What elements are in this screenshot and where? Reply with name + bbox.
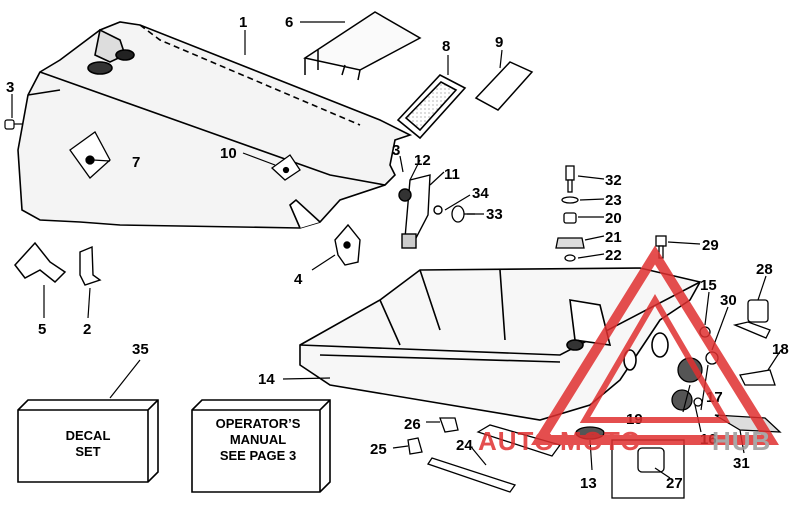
callout-7: 7 xyxy=(132,154,140,171)
watermark-text-hub: HUB xyxy=(712,426,771,456)
watermark-text-moto: MOTO xyxy=(560,426,642,456)
callout-9: 9 xyxy=(495,34,503,51)
decal-box-line2: SET xyxy=(75,444,100,459)
callout-5: 5 xyxy=(38,321,46,338)
callout-3-right: 3 xyxy=(392,142,400,159)
callout-6: 6 xyxy=(285,14,293,31)
callout-1: 1 xyxy=(239,14,247,31)
manual-box-line1: OPERATOR’S xyxy=(216,416,301,431)
callout-29: 29 xyxy=(702,237,719,254)
callout-20: 20 xyxy=(605,210,622,227)
callout-27: 27 xyxy=(666,475,683,492)
callout-32: 32 xyxy=(605,172,622,189)
callout-33: 33 xyxy=(486,206,503,223)
callout-3-left: 3 xyxy=(6,79,14,96)
lever-part xyxy=(270,154,301,181)
callout-13: 13 xyxy=(580,475,597,492)
handle-part xyxy=(14,241,67,284)
callout-14: 14 xyxy=(258,371,275,388)
callout-31: 31 xyxy=(733,455,750,472)
callout-23: 23 xyxy=(605,192,622,209)
linkage-part xyxy=(398,174,443,249)
manual-box-line2: MANUAL xyxy=(230,432,286,447)
callout-2: 2 xyxy=(83,321,91,338)
decal-set-box xyxy=(17,399,159,483)
watermark-logo: AUTO MOTO HUB xyxy=(478,245,779,456)
callout-21: 21 xyxy=(605,229,622,246)
callout-28: 28 xyxy=(756,261,773,278)
hardware-stack xyxy=(555,165,667,262)
callout-25: 25 xyxy=(370,441,387,458)
bracket-part xyxy=(79,245,102,286)
callout-12: 12 xyxy=(414,152,431,169)
screw-part-33 xyxy=(451,205,475,223)
callout-15: 15 xyxy=(700,277,717,294)
watermark-text-auto: AUTO xyxy=(478,426,555,456)
motor-cover xyxy=(17,21,413,229)
callout-35: 35 xyxy=(132,341,149,358)
callout-11: 11 xyxy=(444,166,460,183)
callout-18: 18 xyxy=(772,341,789,358)
screw-part-left xyxy=(4,119,22,130)
cover-plate-part xyxy=(303,11,422,81)
seal-frame-part xyxy=(396,74,467,140)
lower-pan xyxy=(299,267,702,421)
pad-part xyxy=(474,61,534,111)
callout-10: 10 xyxy=(220,145,237,162)
callout-30: 30 xyxy=(720,292,737,309)
callout-8: 8 xyxy=(442,38,450,55)
mount-bracket-part xyxy=(334,223,361,266)
callout-34: 34 xyxy=(472,185,489,202)
latch-bracket-part xyxy=(69,131,111,179)
callout-4: 4 xyxy=(294,271,303,288)
manual-box-line3: SEE PAGE 3 xyxy=(220,448,296,463)
callout-24: 24 xyxy=(456,437,473,454)
callout-26: 26 xyxy=(404,416,421,433)
callout-22: 22 xyxy=(605,247,622,264)
decal-box-line1: DECAL xyxy=(66,428,111,443)
operators-manual-box xyxy=(191,399,331,493)
